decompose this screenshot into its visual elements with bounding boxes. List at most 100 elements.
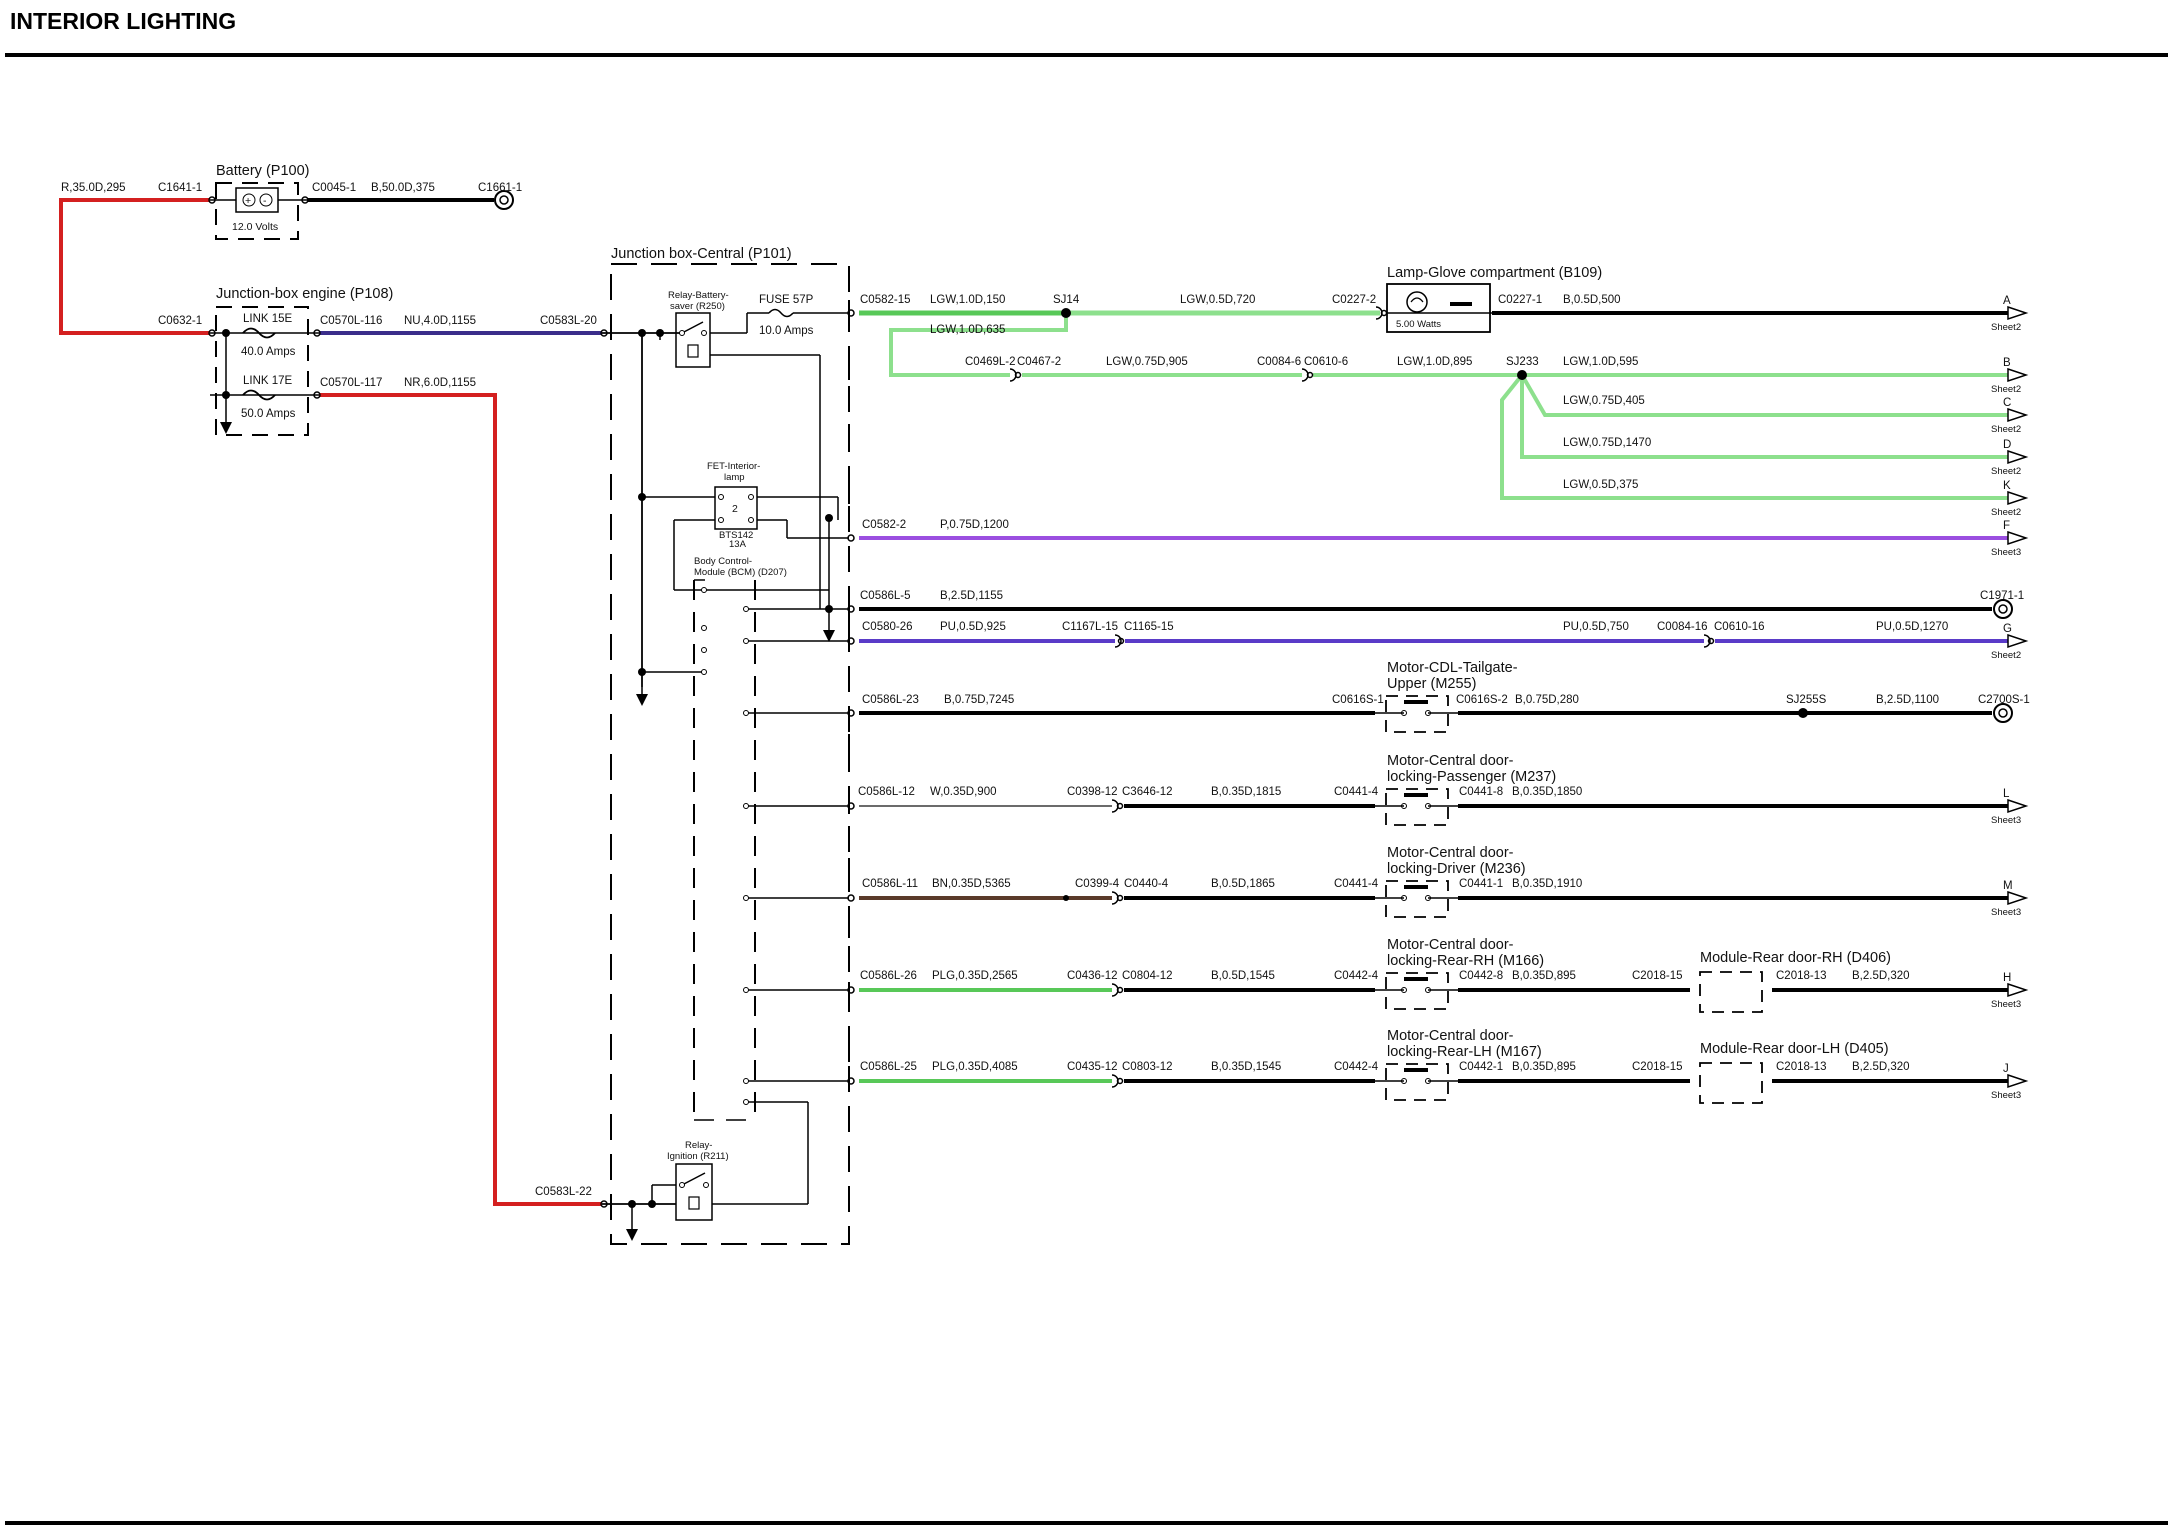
label-c0399-4: C0399-4 <box>1075 878 1120 890</box>
label-c0586l-11: C0586L-11 <box>862 878 918 890</box>
label-lgw-895: LGW,1.0D,895 <box>1397 356 1472 368</box>
ground-c1661 <box>494 190 514 210</box>
label-lgw-595: LGW,1.0D,595 <box>1563 356 1638 368</box>
module-rear-door-lh: Module-Rear door-LH (D405) <box>1699 1041 1889 1104</box>
label-pu-750: PU,0.5D,750 <box>1563 621 1629 633</box>
label-pu-925: PU,0.5D,925 <box>940 621 1006 633</box>
label-c2018-13a: C2018-13 <box>1776 970 1827 982</box>
splice-sj14 <box>1061 308 1071 318</box>
label-c1641: C1641-1 <box>158 182 202 194</box>
label-c0586l-26: C0586L-26 <box>860 970 917 982</box>
label-c0616s-2: C0616S-2 <box>1456 694 1508 706</box>
label-c0467-2: C0467-2 <box>1017 356 1061 368</box>
label-lgw-635: LGW,1.0D,635 <box>930 324 1005 336</box>
ground-c1971 <box>1993 599 2013 619</box>
bcm-label-1: Body Control- <box>694 556 752 567</box>
label-c2018-15b: C2018-15 <box>1632 1061 1683 1073</box>
terminal-letter: D <box>2003 439 2011 451</box>
label-sj233: SJ233 <box>1506 356 1539 368</box>
junction-box-central: Junction box-Central (P101) Relay-Batter… <box>602 246 850 1245</box>
label-c3646-12: C3646-12 <box>1122 786 1173 798</box>
link17e-label: LINK 17E <box>243 375 293 387</box>
label-b05-1545: B,0.5D,1545 <box>1211 970 1275 982</box>
label-b50: B,50.0D,375 <box>371 182 435 194</box>
lamp-glove-title: Lamp-Glove compartment (B109) <box>1387 265 1602 281</box>
label-c0442-8: C0442-8 <box>1459 970 1503 982</box>
motor-rrh-label-2: locking-Rear-RH (M166) <box>1387 953 1544 969</box>
relay-ignition-label-1: Relay- <box>685 1140 712 1151</box>
label-nu4: NU,4.0D,1155 <box>404 315 476 327</box>
battery-volts: 12.0 Volts <box>232 221 278 233</box>
fuse57p-amps: 10.0 Amps <box>759 325 814 337</box>
label-c0227-2: C0227-2 <box>1332 294 1376 306</box>
label-b25-320a: B,2.5D,320 <box>1852 970 1910 982</box>
terminal-letter: F <box>2003 520 2010 532</box>
terminal-arrow-icon <box>2007 490 2029 506</box>
lamp-bulb-icon <box>1406 291 1428 313</box>
motor-passenger: Motor-Central door- locking-Passenger (M… <box>1375 753 1556 826</box>
label-c0610-16: C0610-16 <box>1714 621 1765 633</box>
label-c0045: C0045-1 <box>312 182 356 194</box>
splice-dots <box>1061 308 1808 901</box>
label-b035-1910: B,0.35D,1910 <box>1512 878 1582 890</box>
wire-lgw-375 <box>1500 373 2010 500</box>
link15e-fuse-symbol <box>242 327 276 339</box>
body-control-module: Body Control- Module (BCM) (D207) <box>693 556 787 1121</box>
motor-tailgate: Motor-CDL-Tailgate- Upper (M255) <box>1375 660 1518 733</box>
label-b035-1850: B,0.35D,1850 <box>1512 786 1582 798</box>
motor-driver-label-1: Motor-Central door- <box>1387 845 1514 861</box>
wire-labels: R,35.0D,295 C1641-1 C0045-1 B,50.0D,375 … <box>61 182 2030 1198</box>
label-c0440-4: C0440-4 <box>1124 878 1169 890</box>
label-c0586l-5: C0586L-5 <box>860 590 911 602</box>
label-c0586l-25: C0586L-25 <box>860 1061 917 1073</box>
label-c0442-4a: C0442-4 <box>1334 970 1379 982</box>
terminal-letter: K <box>2003 480 2011 492</box>
label-b035-895b: B,0.35D,895 <box>1512 1061 1576 1073</box>
label-c1661: C1661-1 <box>478 182 522 194</box>
label-b035-1815: B,0.35D,1815 <box>1211 786 1281 798</box>
fet-label-1: FET-Interior- <box>707 461 760 472</box>
label-c0583-22: C0583L-22 <box>535 1186 592 1198</box>
terminal-sheet: Sheet3 <box>1991 1090 2021 1101</box>
terminal-sheet: Sheet2 <box>1991 466 2021 477</box>
terminal-letter: J <box>2003 1063 2009 1075</box>
terminal-letter: L <box>2003 788 2010 800</box>
terminal-d: D Sheet2 <box>1991 439 2029 477</box>
battery-symbol <box>235 187 279 213</box>
terminal-arrow-icon <box>2007 890 2029 906</box>
terminal-sheet: Sheet2 <box>1991 384 2021 395</box>
label-c0442-4b: C0442-4 <box>1334 1061 1379 1073</box>
battery-title: Battery (P100) <box>216 163 310 179</box>
label-nr6: NR,6.0D,1155 <box>404 377 476 389</box>
label-r-wire: R,35.0D,295 <box>61 182 126 194</box>
label-b25-320b: B,2.5D,320 <box>1852 1061 1910 1073</box>
fet-amps: 13A <box>729 539 747 550</box>
bcm-label-2: Module (BCM) (D207) <box>694 567 787 578</box>
fet-interior-lamp: FET-Interior- lamp 2 BTS142 13A <box>707 461 760 550</box>
label-c0469l-2: C0469L-2 <box>965 356 1016 368</box>
label-c0583-20: C0583L-20 <box>540 315 597 327</box>
label-pu-1270: PU,0.5D,1270 <box>1876 621 1948 633</box>
motor-driver-label-2: locking-Driver (M236) <box>1387 861 1526 877</box>
jb-engine-title: Junction-box engine (P108) <box>216 286 393 302</box>
svg-text:+: + <box>245 195 251 207</box>
motor-rrh-label-1: Motor-Central door- <box>1387 937 1514 953</box>
label-c0436-12: C0436-12 <box>1067 970 1118 982</box>
label-sj255s: SJ255S <box>1786 694 1827 706</box>
splice-sj255s <box>1798 708 1808 718</box>
terminal-letter: G <box>2003 623 2012 635</box>
motor-rear-lh: Motor-Central door- locking-Rear-LH (M16… <box>1375 1028 1542 1101</box>
label-c1165-15: C1165-15 <box>1124 621 1174 633</box>
motor-tailgate-label-2: Upper (M255) <box>1387 676 1476 692</box>
relay-ignition-label-2: Ignition (R211) <box>667 1151 729 1162</box>
wire-nr <box>319 393 602 1206</box>
label-c0441-4b: C0441-4 <box>1334 878 1379 890</box>
label-bn035-5365: BN,0.35D,5365 <box>932 878 1011 890</box>
wire-lgw-635 <box>889 313 1068 377</box>
module-rrh-title: Module-Rear door-RH (D406) <box>1700 950 1891 966</box>
terminal-sheet: Sheet2 <box>1991 424 2021 435</box>
label-lgw-905: LGW,0.75D,905 <box>1106 356 1188 368</box>
